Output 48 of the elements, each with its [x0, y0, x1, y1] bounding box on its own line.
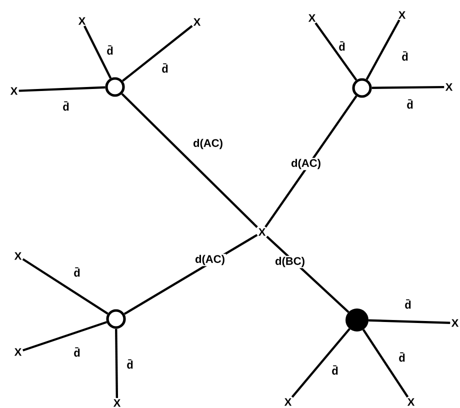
letter-label: X — [284, 398, 292, 406]
open-circle — [106, 309, 126, 329]
letter-label: X — [451, 319, 459, 327]
edge-label: d̄ — [126, 358, 134, 370]
connector-line — [122, 25, 193, 82]
edge-label: d̄ — [160, 62, 170, 74]
edge-label: d(AC) — [194, 254, 226, 266]
connector-line — [84, 26, 112, 79]
letter-label: X — [14, 252, 22, 260]
edge-label: d(BC) — [274, 256, 306, 268]
letter-label: X — [258, 228, 266, 236]
edge-label: d̄ — [330, 364, 340, 376]
connector-line — [366, 19, 400, 80]
edge-label: d̄ — [398, 351, 406, 363]
edge-label: d(AC) — [290, 158, 322, 170]
letter-label: X — [398, 11, 406, 19]
letter-label: X — [78, 17, 86, 25]
open-circle — [105, 77, 125, 97]
edge-label: d̄ — [72, 346, 82, 358]
letter-label: X — [308, 14, 316, 22]
edge-label: d̄ — [338, 40, 346, 52]
letter-label: X — [113, 399, 121, 407]
letter-label: X — [14, 348, 22, 356]
letter-label: X — [445, 83, 453, 91]
connector-line — [264, 95, 358, 228]
connector-line — [291, 328, 350, 398]
connector-line — [22, 258, 108, 315]
edge-label: d̄ — [400, 50, 410, 62]
edge-label: d̄ — [62, 100, 70, 112]
edge-label: d(AC) — [192, 138, 224, 150]
open-circle — [352, 78, 372, 98]
edge-label: d̄ — [404, 298, 412, 310]
connector-line — [22, 321, 108, 352]
letter-label: X — [10, 87, 18, 95]
letter-label: X — [193, 18, 201, 26]
letter-label: X — [407, 398, 415, 406]
connector-line — [314, 22, 358, 81]
edge-label: d̄ — [106, 44, 114, 56]
connector-line — [362, 329, 409, 398]
connector-line — [124, 234, 258, 315]
connector-line — [115, 328, 118, 398]
connector-line — [18, 86, 106, 92]
filled-circle — [346, 308, 368, 332]
edge-label: d̄ — [72, 266, 82, 278]
connector-line — [372, 86, 444, 89]
connector-line — [121, 93, 258, 228]
connector-line — [368, 319, 450, 324]
edge-label: d̄ — [406, 98, 414, 110]
